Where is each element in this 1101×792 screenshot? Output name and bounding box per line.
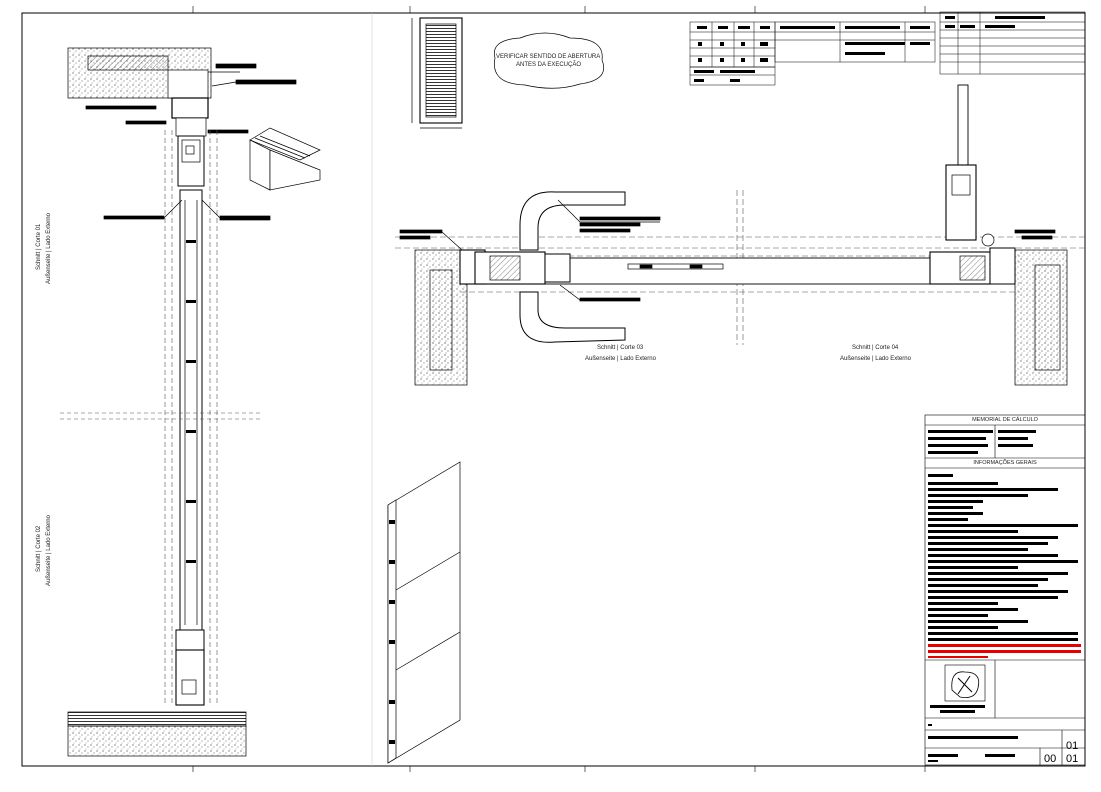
revision-number: 00	[1044, 753, 1057, 765]
floor-slab	[67, 711, 247, 727]
highlight-line-1	[928, 644, 1081, 647]
memorial-heading: MEMORIAL DE CÁLCULO	[972, 417, 1038, 423]
highlight-line-2	[928, 650, 1081, 653]
corte02-subtitle: Außenseite | Lado Externo	[46, 515, 52, 586]
title-block	[924, 414, 1086, 766]
border-ticks	[192, 6, 926, 772]
note-bubble	[493, 32, 604, 89]
info-heading: INFORMAÇÕES GERAIS	[973, 460, 1037, 466]
iso-profile-detail	[249, 127, 321, 191]
leaf-joints	[186, 240, 196, 563]
corte03-subtitle: Außenseite | Lado Externo	[585, 356, 656, 362]
corte01-title: Schnitt | Corte 01	[36, 223, 42, 270]
sheet-number: 01	[1066, 740, 1079, 752]
revision-table	[939, 11, 1086, 75]
sheet-border	[21, 12, 1086, 767]
door-elevation	[411, 17, 463, 129]
corte03-title: Schnitt | Corte 03	[597, 345, 644, 351]
note-line-1: VERIFICAR SENTIDO DE ABERTURA	[496, 54, 601, 60]
corte04-title: Schnitt | Corte 04	[852, 345, 899, 351]
corte01-subtitle: Außenseite | Lado Externo	[46, 213, 52, 284]
door-handle	[519, 191, 626, 251]
sheet-total: 01	[1066, 753, 1079, 765]
vertical-section	[60, 47, 321, 757]
note-line-2: ANTES DA EXECUÇÃO	[516, 62, 582, 68]
iso-leaf-panel	[387, 461, 461, 764]
horizontal-section	[395, 84, 1085, 386]
corte04-subtitle: Außenseite | Lado Externo	[840, 356, 911, 362]
hardware-table	[689, 21, 936, 86]
corte02-title: Schnitt | Corte 02	[36, 525, 42, 572]
